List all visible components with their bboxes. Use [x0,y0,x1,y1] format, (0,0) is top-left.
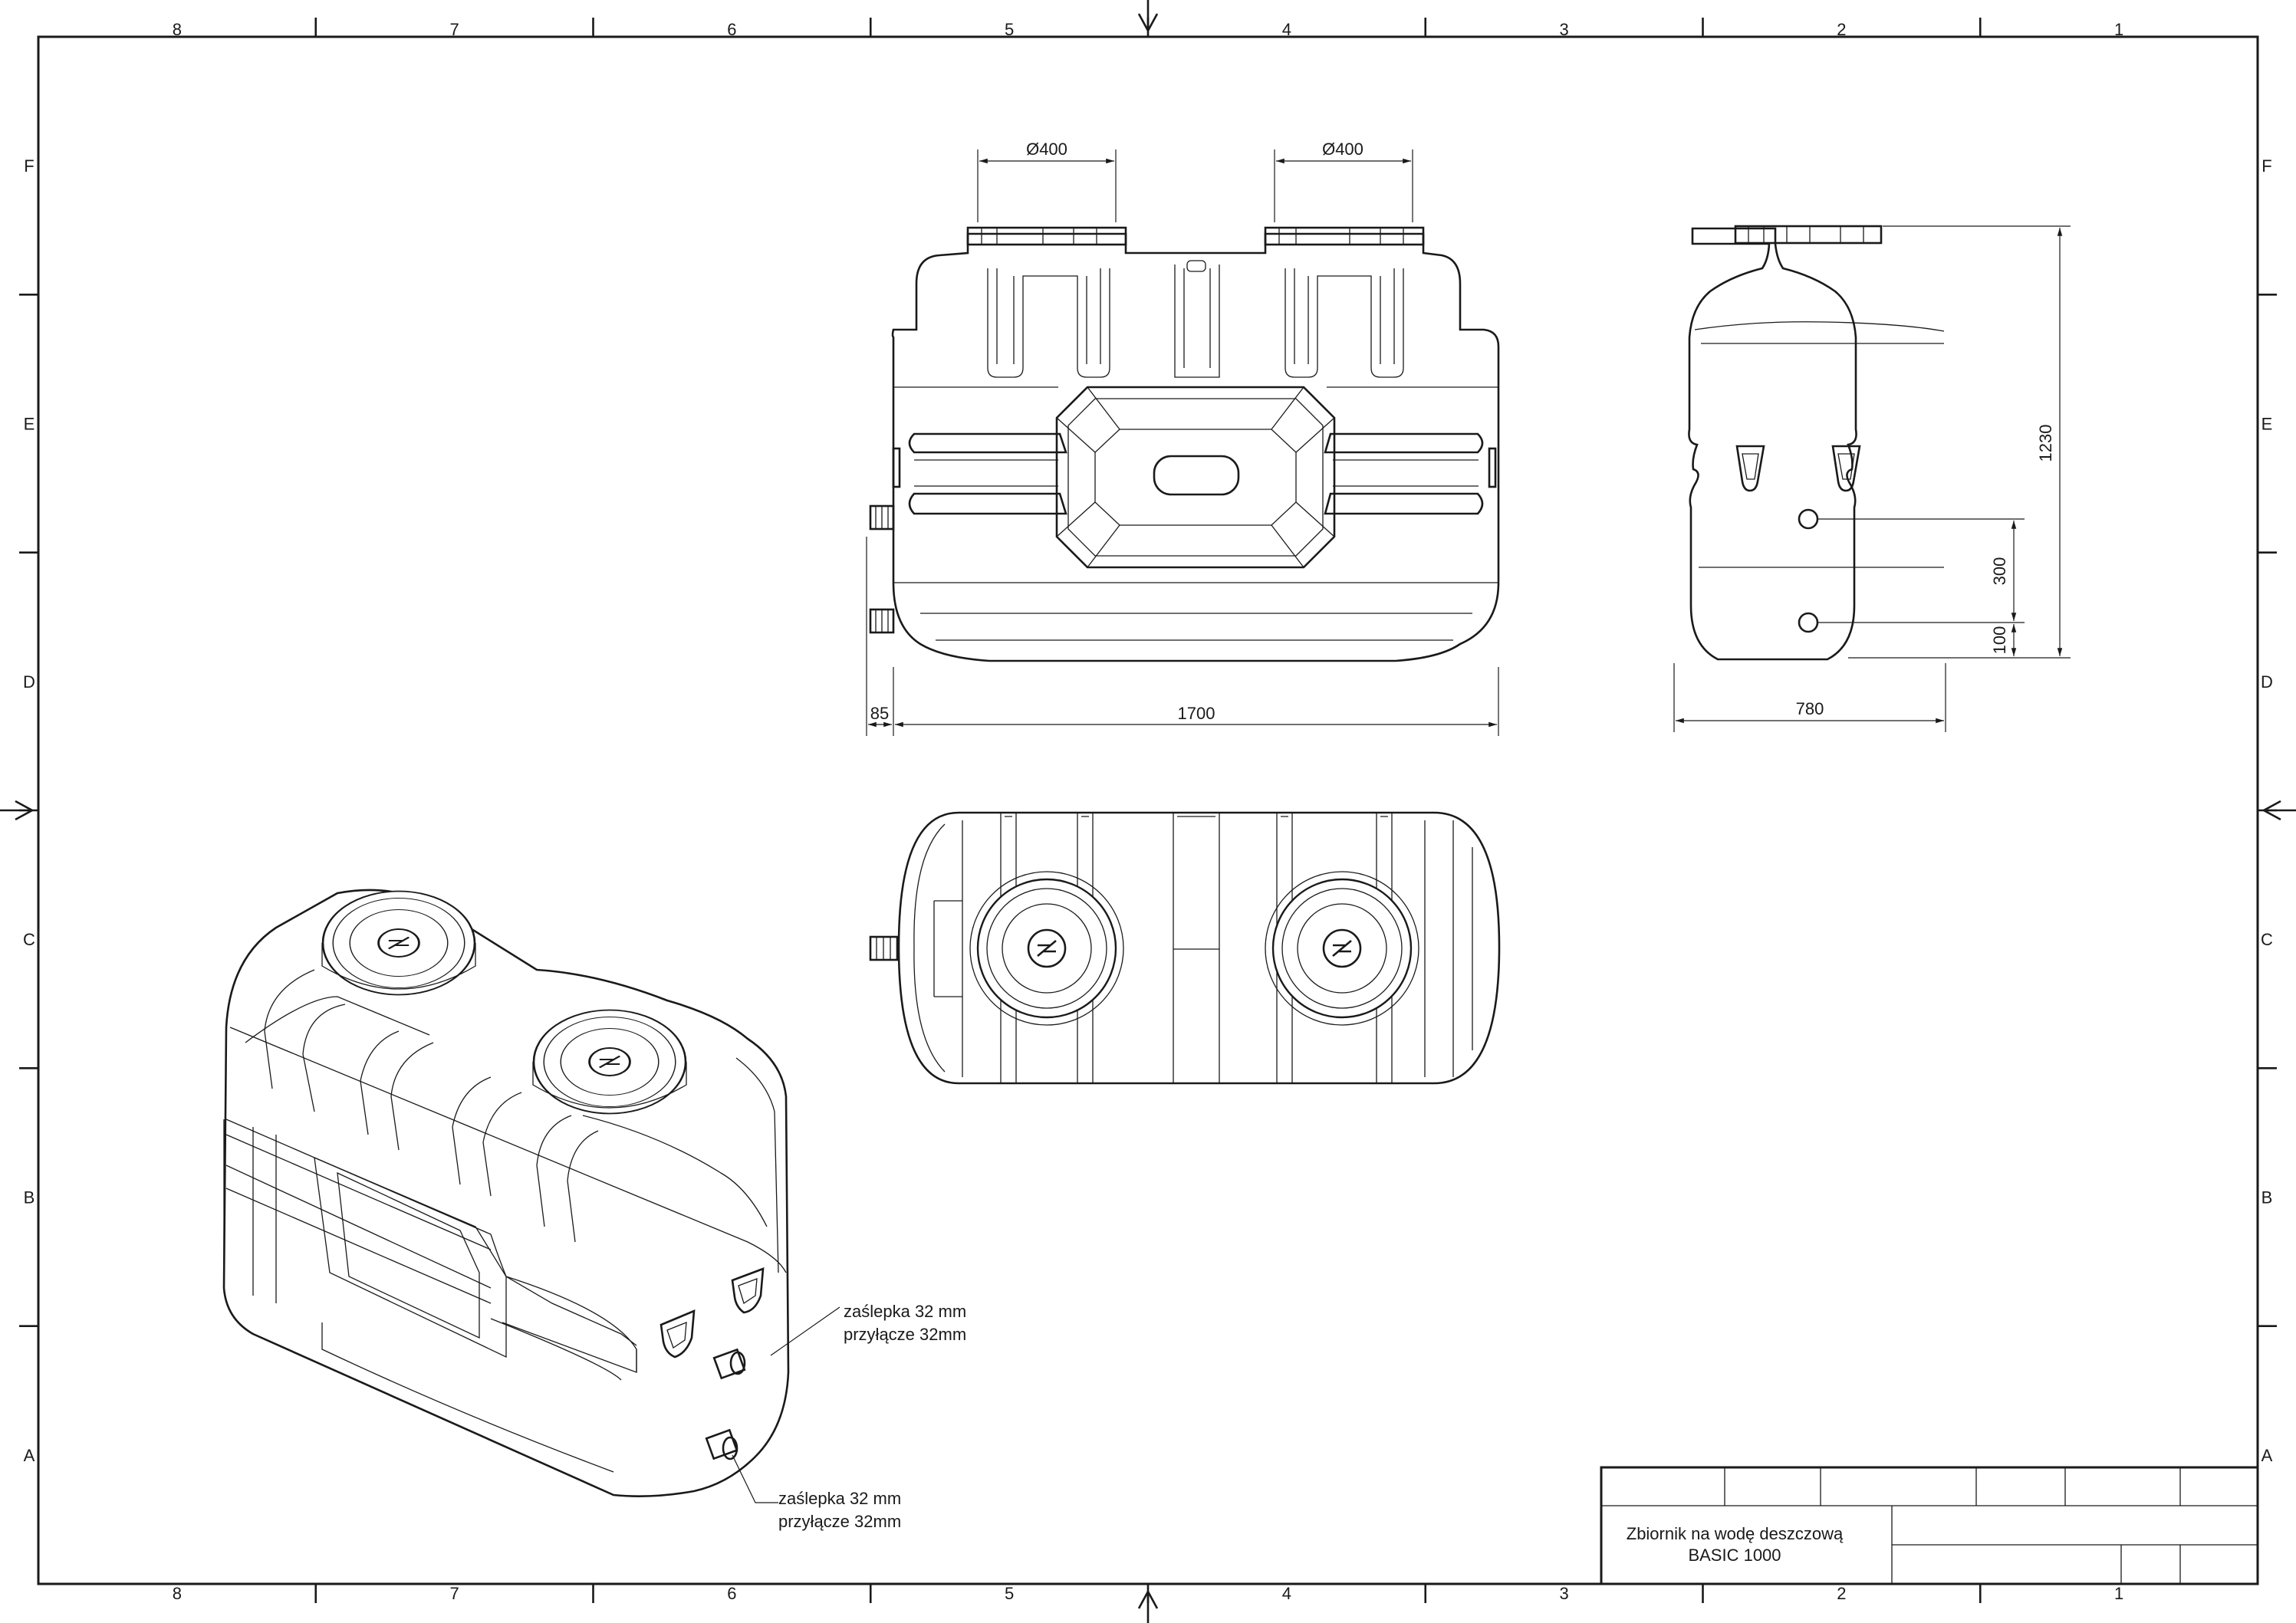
column-label-bottom: 6 [727,1584,736,1603]
column-label-bottom: 4 [1282,1584,1291,1603]
row-label-right: F [2261,156,2271,176]
row-label-left: D [23,672,35,692]
note-lower-line2: przyłącze 32mm [778,1512,901,1531]
length-dimension: 1700 [1178,704,1215,723]
column-label-bottom: 2 [1837,1584,1846,1603]
column-label-bottom: 7 [450,1584,459,1603]
front-view [869,226,1500,662]
row-label-right: B [2261,1188,2273,1207]
column-label-bottom: 8 [173,1584,182,1603]
row-label-right: E [2261,415,2273,434]
row-label-right: D [2261,672,2273,692]
column-label-top: 5 [1005,20,1014,39]
note-upper-line2: przyłącze 32mm [844,1325,966,1344]
side-view-dimensions: 1230 300 100 780 [1673,225,2071,732]
top-view [869,811,1501,1085]
column-label-top: 3 [1560,20,1569,39]
row-label-left: C [23,930,35,949]
row-label-left: F [24,156,34,176]
column-label-top: 6 [727,20,736,39]
offset-dimension: 85 [870,704,889,723]
row-label-left: A [24,1446,35,1465]
column-label-top: 4 [1282,20,1291,39]
column-label-bottom: 3 [1560,1584,1569,1603]
lid-diameter-right: Ø400 [1322,140,1363,159]
column-label-top: 1 [2114,20,2123,39]
height-dimension: 1230 [2036,425,2055,462]
front-view-dimensions: Ø400 Ø400 85 1700 [866,140,1499,736]
row-label-left: E [24,415,35,434]
note-lower-line1: zaślepka 32 mm [778,1489,901,1508]
row-label-right: C [2261,930,2273,949]
note-upper-line1: zaślepka 32 mm [844,1302,966,1321]
row-label-left: B [24,1188,35,1207]
width-dimension: 780 [1796,699,1824,718]
column-label-top: 8 [173,20,182,39]
callout-notes: zaślepka 32 mm przyłącze 32mm zaślepka 3… [732,1302,966,1531]
row-label-right: A [2261,1446,2273,1465]
column-label-bottom: 5 [1005,1584,1014,1603]
title-line-2: BASIC 1000 [1688,1546,1781,1565]
column-label-top: 7 [450,20,459,39]
column-label-bottom: 1 [2114,1584,2123,1603]
column-label-top: 2 [1837,20,1846,39]
title-block: Zbiornik na wodę deszczową BASIC 1000 [1600,1466,2259,1585]
title-line-1: Zbiornik na wodę deszczową [1627,1524,1844,1543]
lid-diameter-left: Ø400 [1026,140,1067,159]
outlet-height-dimension: 100 [1990,626,2009,655]
isometric-view [222,889,790,1497]
inlet-height-dimension: 300 [1990,557,2009,586]
side-view [1688,225,1945,661]
